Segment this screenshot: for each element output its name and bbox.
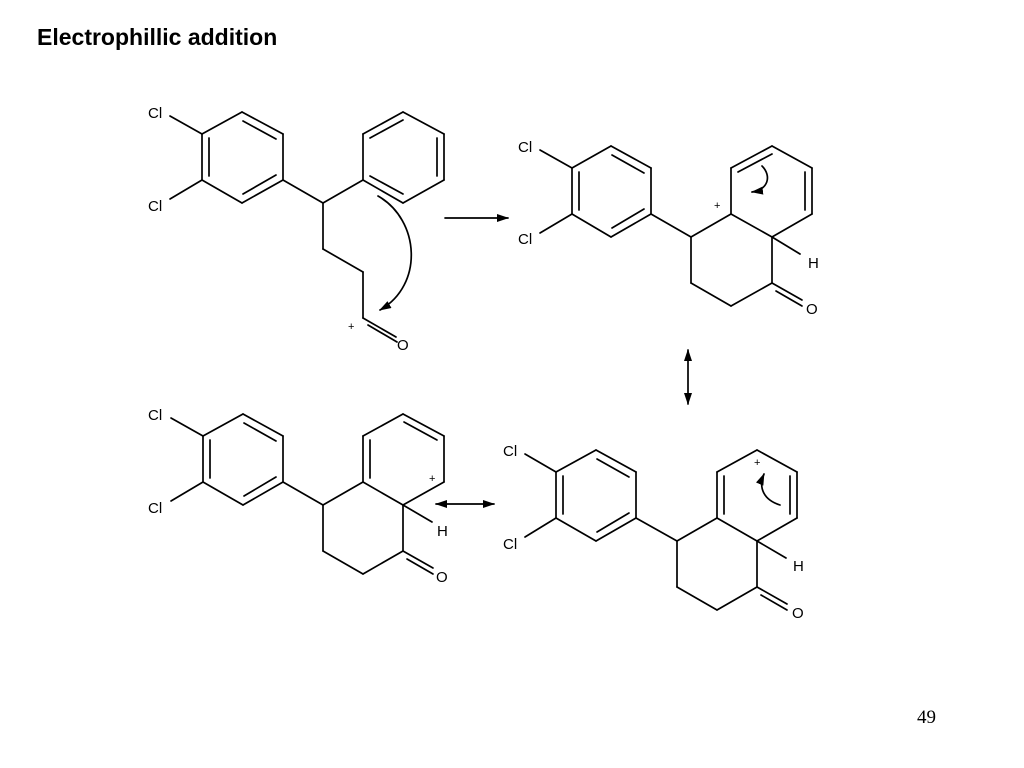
dichlorophenyl-ring <box>169 111 284 204</box>
curved-arrow <box>755 473 781 506</box>
curved-arrow <box>377 195 413 311</box>
dichlorophenyl-ring <box>170 413 284 506</box>
hydrogen-label: H <box>793 558 804 575</box>
curved-arrow <box>751 165 769 195</box>
chlorine-label: Cl <box>148 500 162 517</box>
hydrogen-label: H <box>808 255 819 272</box>
chlorine-label: Cl <box>148 198 162 215</box>
starting-acylium-cation: Cl Cl + O <box>148 105 445 354</box>
page-number: 49 <box>917 707 936 728</box>
dichlorophenyl-ring <box>524 449 637 542</box>
dichlorophenyl-ring <box>539 145 652 238</box>
oxygen-label: O <box>806 301 818 318</box>
positive-charge: + <box>754 457 760 469</box>
sigma-complex-3: Cl Cl + H O <box>148 407 448 586</box>
butanoyl-chain <box>282 179 398 343</box>
sigma-complex-1: Cl Cl + H O <box>518 139 819 318</box>
chlorine-label: Cl <box>503 536 517 553</box>
oxygen-label: O <box>436 569 448 586</box>
chlorine-label: Cl <box>148 407 162 424</box>
sigma-complex-2: Cl Cl + H O <box>503 443 804 622</box>
oxygen-label: O <box>792 605 804 622</box>
hydrogen-label: H <box>437 523 448 540</box>
tetralone-skeleton <box>650 145 813 307</box>
slide-title: Electrophillic addition <box>37 24 278 50</box>
oxygen-label: O <box>397 337 409 354</box>
tetralone-skeleton <box>282 413 445 575</box>
chlorine-label: Cl <box>503 443 517 460</box>
chlorine-label: Cl <box>518 231 532 248</box>
positive-charge: + <box>348 321 354 333</box>
positive-charge: + <box>429 473 435 485</box>
tetralone-skeleton <box>635 449 798 611</box>
positive-charge: + <box>714 200 720 212</box>
phenyl-ring <box>362 111 445 204</box>
chlorine-label: Cl <box>518 139 532 156</box>
chlorine-label: Cl <box>148 105 162 122</box>
